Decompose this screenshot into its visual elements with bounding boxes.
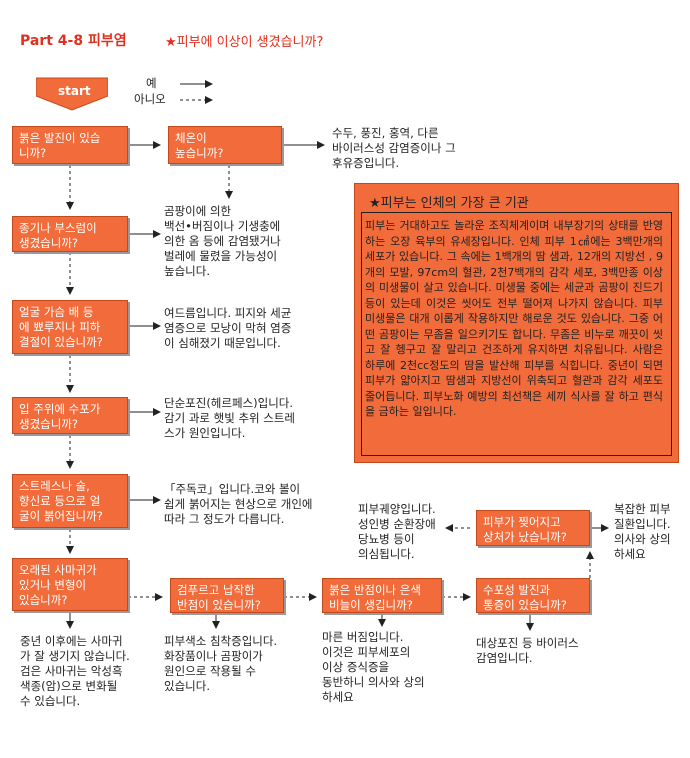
start-arrow-icon — [36, 77, 108, 111]
page-title: Part 4-8 피부염 — [20, 33, 127, 49]
question-fever: 체온이 높습니까? — [168, 126, 282, 164]
question-torn-skin: 피부가 찢어지고 상처가 났습니까? — [476, 510, 590, 546]
page-subtitle: ★피부에 이상이 생겼습니까? — [165, 35, 324, 50]
question-red-rash: 붉은 발진이 있습 니까? — [12, 126, 128, 164]
legend-yes-label: 예 — [146, 76, 157, 90]
answer-fungal-parasite: 곰팡이에 의한 백선•버짐이나 기생충에 의한 옴 등에 감염됐거나 벌레에 물… — [164, 204, 281, 278]
question-blister-rash-pain: 수포성 발진과 통증이 있습니까? — [476, 578, 590, 613]
info-box: ★피부는 인체의 가장 큰 기관 피부는 거대하고도 놀라운 조직체계이며 내부… — [354, 183, 679, 463]
answer-acne: 여드름입니다. 피지와 세균 염증으로 모낭이 막혀 염증 이 심해졌기 때문입… — [164, 306, 292, 350]
answer-pigmentation: 피부색소 침착증입니다. 화장품이나 곰팡이가 원인으로 작용될 수 있습니다. — [164, 634, 278, 693]
question-boils: 종기나 부스럼이 생겼습니까? — [12, 216, 128, 252]
info-inner-frame — [361, 212, 672, 456]
answer-red-nose: 「주독코」입니다.코와 볼이 쉽게 붉어지는 현상으로 개인에 따라 그 정도가… — [164, 482, 313, 526]
info-title: ★피부는 인체의 가장 큰 기관 — [369, 196, 529, 211]
answer-wart-melanoma: 중년 이후에는 사마귀 가 잘 생기지 않습니다. 검은 사마귀는 악성흑 색종… — [20, 634, 130, 708]
answer-psoriasis: 마른 버짐입니다. 이것은 피부세포의 이상 증식증을 동반하니 의사와 상의 … — [322, 630, 425, 704]
answer-skin-ulcer: 피부궤양입니다. 성인병 순환장애 당뇨병 등이 의심됩니다. — [358, 502, 436, 561]
question-dark-patch: 검푸르고 납작한 반점이 있습니까? — [170, 578, 284, 613]
legend-no-label: 아니오 — [134, 92, 166, 106]
question-mouth-blisters: 입 주위에 수포가 생겼습니까? — [12, 397, 128, 434]
start-label: start — [58, 84, 91, 98]
question-face-flush: 스트레스나 술, 향신료 등으로 얼 굴이 붉어집니까? — [12, 474, 128, 528]
answer-shingles: 대상포진 등 바이러스 감염입니다. — [476, 636, 579, 665]
answer-complex-skin-disease: 복잡한 피부 질환입니다. 의사와 상의 하세요 — [614, 502, 671, 561]
info-text: 피부는 거대하고도 놀라운 조직체계이며 내부장기의 상태를 반영하는 오장 육… — [365, 219, 663, 418]
question-pimples: 얼굴 가슴 배 등 에 뾰루지나 피하 결절이 있습니까? — [12, 300, 128, 354]
question-red-patch-scales: 붉은 반점이나 은색 비늘이 생깁니까? — [322, 578, 442, 613]
answer-viral-infection: 수두, 풍진, 홍역, 다른 바이러스성 감염증이나 그 후유증입니다. — [332, 126, 456, 170]
question-old-wart: 오래된 사마귀가 있거나 변형이 있습니까? — [12, 558, 128, 611]
answer-herpes: 단순포진(헤르페스)입니다. 감기 과로 햇빛 추위 스트레 스가 원인입니다. — [164, 396, 296, 440]
